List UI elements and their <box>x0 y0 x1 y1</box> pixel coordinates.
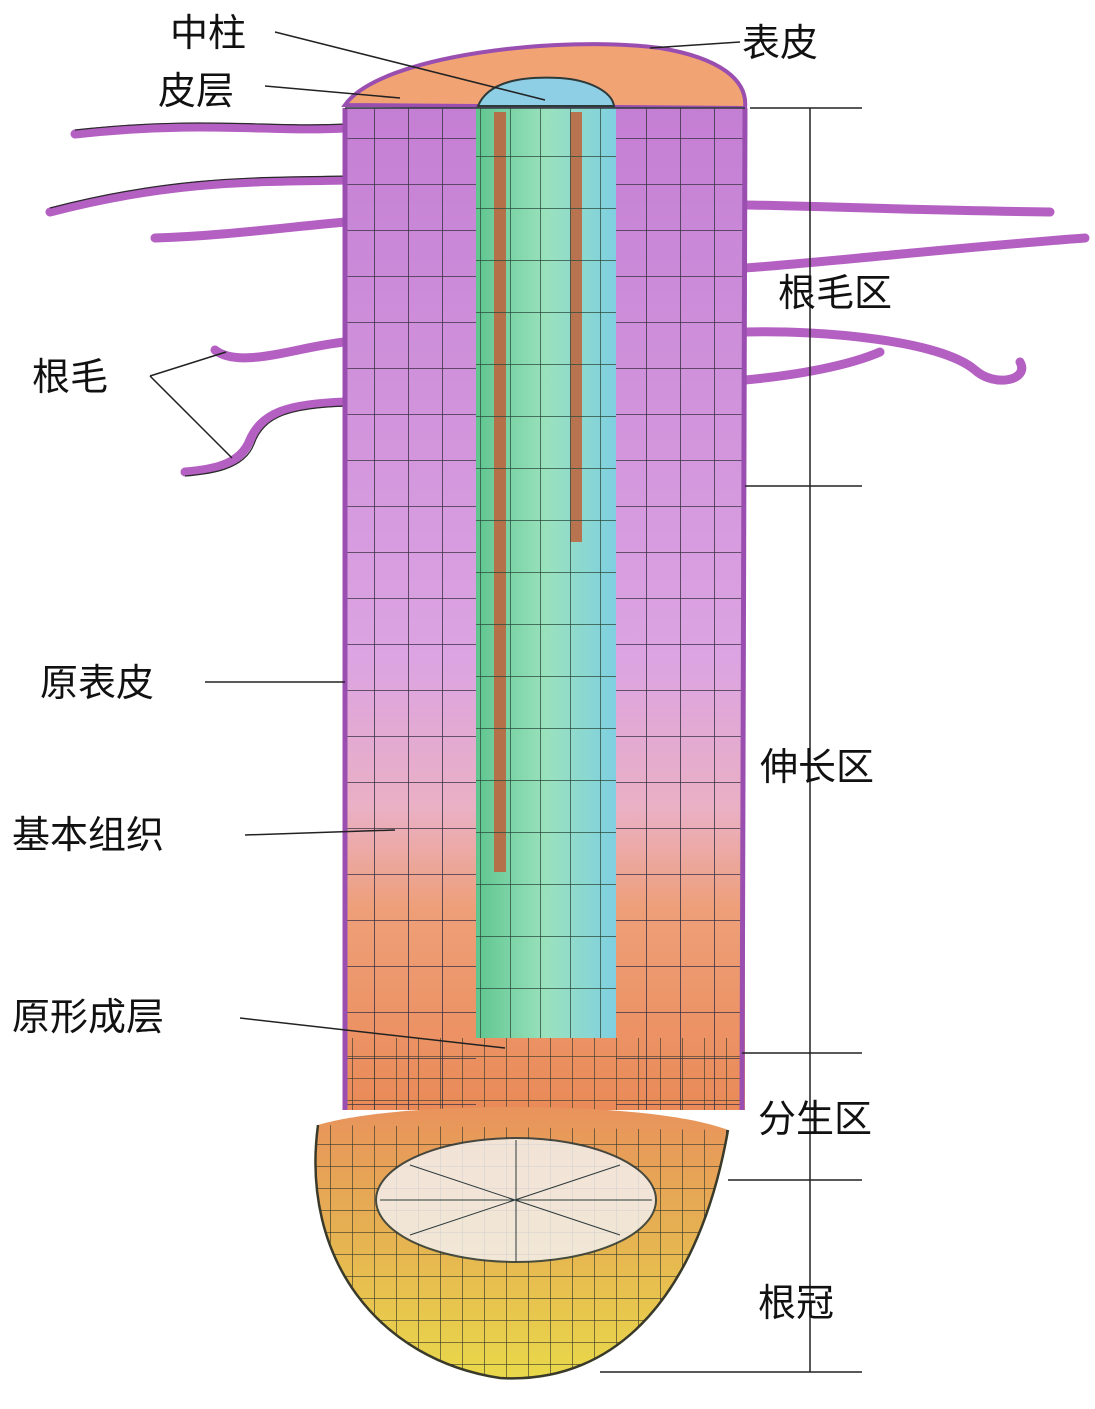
root-hair <box>185 402 345 472</box>
zone-elongation: 伸长区 <box>760 745 874 789</box>
root-body <box>345 108 745 1110</box>
label-protoderm: 原表皮 <box>40 661 154 705</box>
root-hair <box>155 222 345 238</box>
root-hair <box>745 352 880 380</box>
label-cortex: 皮层 <box>158 69 234 113</box>
label-root-hair: 根毛 <box>32 355 108 399</box>
zone-root-hair: 根毛区 <box>778 271 892 315</box>
zone-root-cap: 根冠 <box>758 1281 834 1325</box>
root-hair <box>745 238 1085 268</box>
root-cap-region <box>300 1100 740 1390</box>
zone-meristematic: 分生区 <box>758 1097 872 1141</box>
label-procambium: 原形成层 <box>12 995 164 1039</box>
label-stele: 中柱 <box>170 11 246 55</box>
root-hair <box>75 127 345 134</box>
root-hair <box>745 205 1050 212</box>
label-ground-meristem: 基本组织 <box>12 813 164 857</box>
root-hair <box>215 342 345 358</box>
root-hair <box>50 180 345 212</box>
root-hairs-left <box>50 127 345 472</box>
label-epidermis: 表皮 <box>742 21 818 65</box>
top-cross-section <box>345 44 745 108</box>
